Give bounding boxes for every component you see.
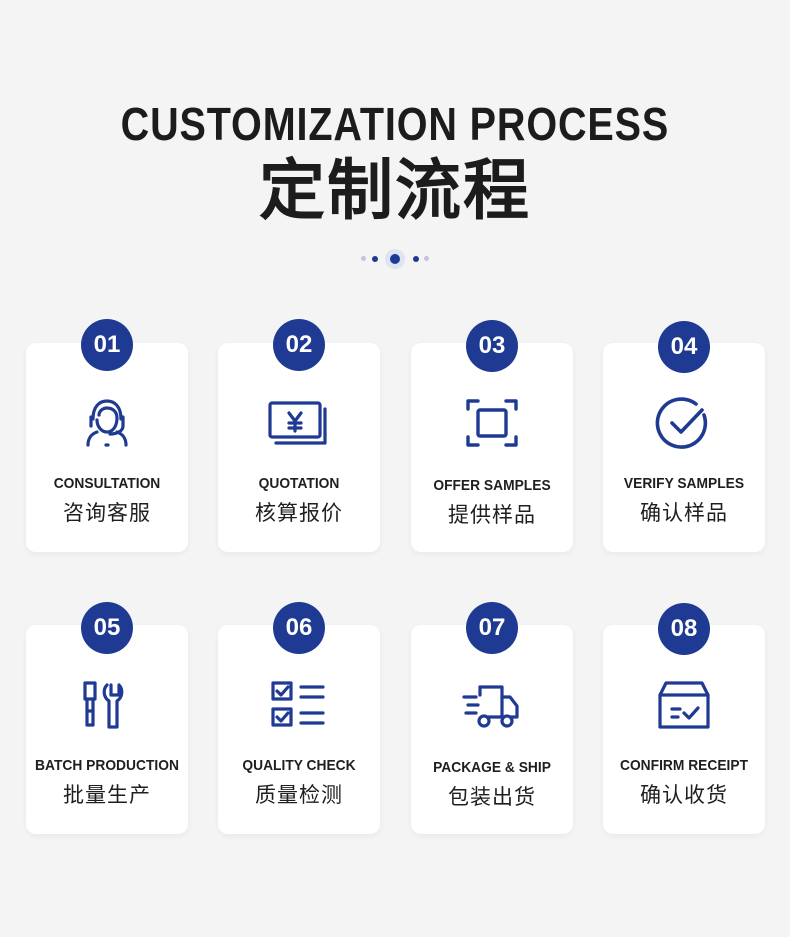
step-label-en: BATCH PRODUCTION <box>35 757 179 774</box>
step-label-en: CONFIRM RECEIPT <box>619 757 749 774</box>
step-number-badge: 01 <box>81 319 133 371</box>
step-card-03: OFFER SAMPLES 提供样品 <box>411 343 573 552</box>
step-label-cn: 确认收货 <box>640 783 728 807</box>
step-label-en: QUALITY CHECK <box>242 757 356 774</box>
step-card-01: CONSULTATION 咨询客服 <box>26 343 188 552</box>
headset-agent-icon <box>77 393 137 453</box>
step-label-en: PACKAGE & SHIP <box>433 759 551 776</box>
check-circle-icon <box>654 393 714 453</box>
step-label-cn: 批量生产 <box>63 783 151 807</box>
dot <box>413 256 419 262</box>
step-label-cn: 咨询客服 <box>63 501 151 525</box>
page-title-en: CUSTOMIZATION PROCESS <box>120 98 670 150</box>
step-number-badge: 07 <box>466 602 518 654</box>
step-number-badge: 04 <box>658 321 710 373</box>
box-check-icon <box>654 675 714 735</box>
step-card-05: BATCH PRODUCTION 批量生产 <box>26 625 188 834</box>
step-number-badge: 06 <box>273 602 325 654</box>
step-number-badge: 05 <box>81 602 133 654</box>
step-label-cn: 质量检测 <box>255 783 343 807</box>
dot <box>361 256 366 261</box>
page-title-cn: 定制流程 <box>259 152 531 229</box>
yuan-banknote-icon <box>267 393 327 453</box>
dot <box>424 256 429 261</box>
step-card-06: QUALITY CHECK 质量检测 <box>218 625 380 834</box>
checklist-icon <box>269 675 329 735</box>
step-card-07: PACKAGE & SHIP 包装出货 <box>411 625 573 834</box>
delivery-truck-icon <box>462 675 522 735</box>
step-label-cn: 确认样品 <box>640 501 728 525</box>
step-label-en: CONSULTATION <box>53 475 161 492</box>
step-label-cn: 提供样品 <box>448 503 536 527</box>
step-number-badge: 03 <box>466 320 518 372</box>
step-label-en: QUOTATION <box>258 475 340 492</box>
step-number-badge: 02 <box>273 319 325 371</box>
step-card-08: CONFIRM RECEIPT 确认收货 <box>603 625 765 834</box>
page-header: CUSTOMIZATION PROCESS 定制流程 <box>0 96 790 228</box>
step-label-en: VERIFY SAMPLES <box>623 475 745 492</box>
decorative-dots <box>0 249 790 269</box>
dot <box>372 256 378 262</box>
step-label-cn: 包装出货 <box>448 785 536 809</box>
wrench-screwdriver-icon <box>77 675 137 735</box>
dot <box>390 254 400 264</box>
frame-corners-icon <box>462 393 522 453</box>
step-number-badge: 08 <box>658 603 710 655</box>
step-card-02: QUOTATION 核算报价 <box>218 343 380 552</box>
step-label-cn: 核算报价 <box>255 501 343 525</box>
step-label-en: OFFER SAMPLES <box>433 477 551 494</box>
step-card-04: VERIFY SAMPLES 确认样品 <box>603 343 765 552</box>
